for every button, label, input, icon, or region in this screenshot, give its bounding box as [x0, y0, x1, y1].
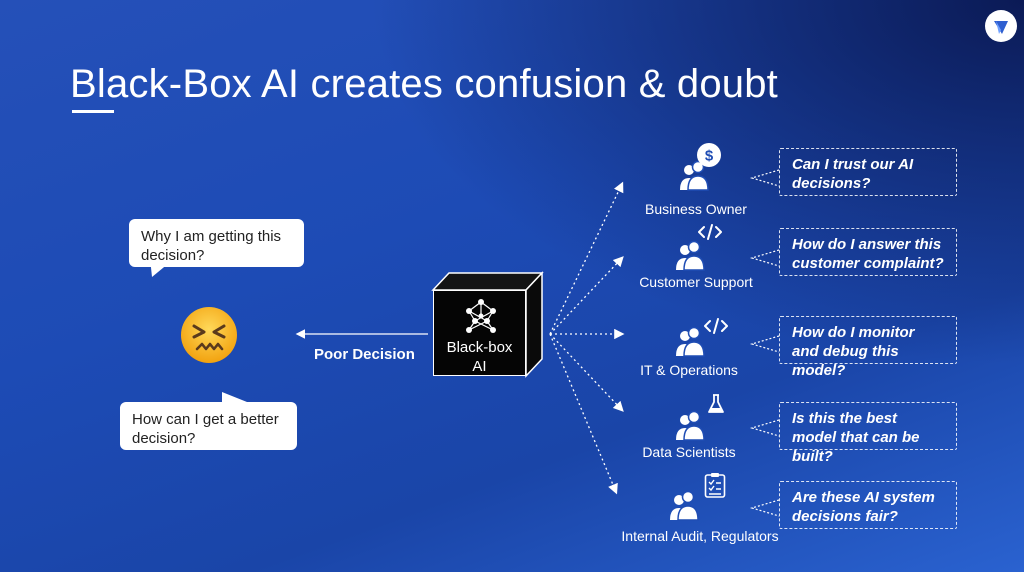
- neural-network-icon: [466, 299, 496, 333]
- black-box-label: Black-box AI: [434, 338, 525, 376]
- title-underline: [72, 110, 114, 113]
- checklist-icon: [704, 473, 726, 498]
- q-tail-1: [749, 169, 780, 187]
- stakeholder-data-scientists: [672, 394, 724, 447]
- black-box-ai: Black-box AI: [433, 290, 526, 376]
- confounded-face-icon: [181, 307, 237, 363]
- q-tail-4: [749, 419, 780, 437]
- question-data-scientists: Is this the best model that can be built…: [779, 402, 957, 465]
- cube-top-face: [431, 272, 544, 291]
- speech-bubble-how-text: How can I get a better decision?: [132, 411, 279, 447]
- speech-bubble-why-text: Why I am getting this decision?: [141, 228, 282, 264]
- arrow-to-data-scientists: [549, 333, 624, 412]
- question-internal-audit: Are these AI system decisions fair?: [779, 481, 957, 529]
- stakeholder-business-owner: $: [676, 142, 726, 197]
- arrow-to-internal-audit: [549, 333, 618, 495]
- people-icon: [670, 490, 699, 521]
- flask-icon: [708, 394, 724, 413]
- people-icon: [676, 410, 705, 441]
- brand-logo: [985, 10, 1017, 42]
- question-customer-support: How do I answer this customer complaint?: [779, 228, 957, 276]
- role-label-data-scientists: Data Scientists: [642, 444, 736, 460]
- poor-decision-label: Poor Decision: [314, 346, 415, 363]
- role-label-it-operations: IT & Operations: [640, 362, 738, 378]
- stakeholder-customer-support: [672, 224, 722, 277]
- black-box-label-line2: AI: [472, 358, 487, 375]
- svg-text:$: $: [705, 148, 714, 165]
- role-label-business-owner: Business Owner: [645, 201, 747, 217]
- q-tail-5: [749, 499, 780, 517]
- black-box-label-line1: Black-box: [446, 339, 513, 356]
- question-business-owner: Can I trust our AI decisions?: [779, 148, 957, 196]
- people-icon: [676, 326, 705, 357]
- arrow-to-business-owner: [549, 181, 624, 335]
- speech-bubble-why: Why I am getting this decision?: [129, 219, 304, 267]
- people-icon: [680, 160, 709, 191]
- role-label-internal-audit: Internal Audit, Regulators: [621, 528, 779, 544]
- page-title: Black-Box AI creates confusion & doubt: [70, 62, 778, 106]
- cube-side-face: [525, 271, 543, 378]
- stakeholder-it-operations: [672, 316, 728, 363]
- code-icon: [698, 224, 722, 240]
- question-it-operations: How do I monitor and debug this model?: [779, 316, 957, 379]
- dollar-icon: $: [697, 143, 721, 167]
- q-tail-2: [749, 249, 780, 267]
- stakeholder-internal-audit: [666, 472, 726, 527]
- speech-bubble-how: How can I get a better decision?: [120, 402, 297, 450]
- brand-logo-icon: [994, 21, 1008, 34]
- code-icon: [704, 318, 728, 334]
- role-label-customer-support: Customer Support: [639, 274, 753, 290]
- people-icon: [676, 240, 705, 271]
- q-tail-3: [749, 335, 780, 353]
- arrow-to-customer-support: [549, 256, 624, 335]
